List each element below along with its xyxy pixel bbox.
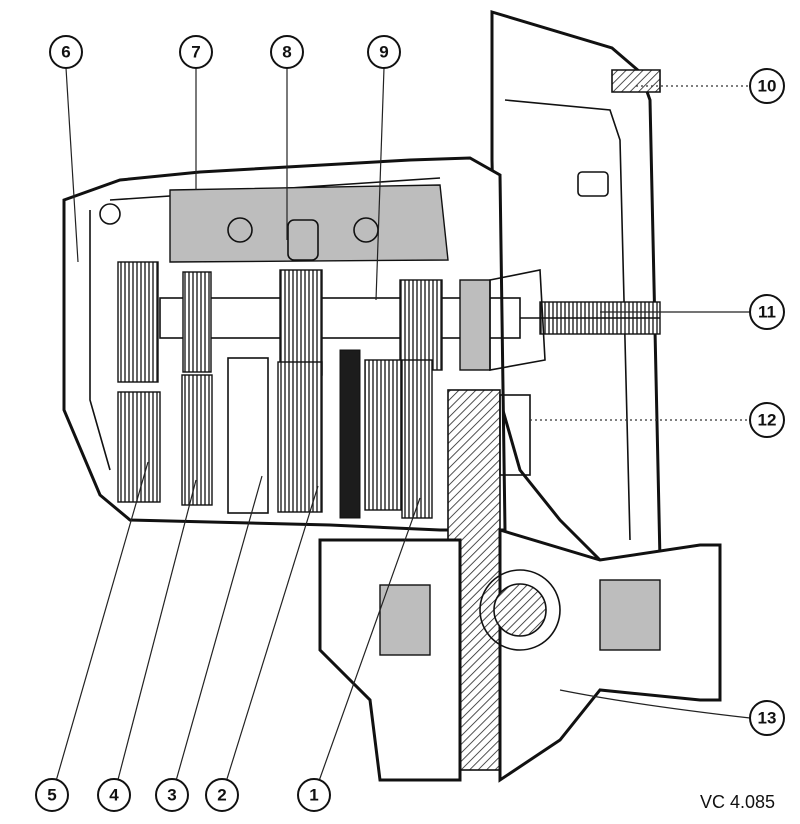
svg-text:8: 8 — [282, 43, 291, 62]
mainshaft — [159, 297, 661, 339]
figure-code: VC 4.085 — [700, 792, 776, 812]
svg-text:12: 12 — [758, 411, 777, 430]
callout-12: 12 — [749, 402, 785, 438]
svg-text:11: 11 — [758, 303, 776, 322]
callout-5: 5 — [35, 778, 69, 812]
svg-text:13: 13 — [758, 709, 777, 728]
callout-13: 13 — [749, 700, 785, 736]
callout-11: 11 — [749, 294, 785, 330]
callout-3: 3 — [155, 778, 189, 812]
svg-text:10: 10 — [758, 77, 777, 96]
svg-text:3: 3 — [167, 786, 176, 805]
svg-text:1: 1 — [309, 786, 318, 805]
callout-10: 10 — [749, 68, 785, 104]
svg-text:9: 9 — [379, 43, 388, 62]
callout-4: 4 — [97, 778, 131, 812]
bell-housing — [490, 9, 662, 562]
svg-text:6: 6 — [61, 43, 70, 62]
svg-text:2: 2 — [217, 786, 226, 805]
callout-7: 7 — [179, 35, 213, 69]
differential — [318, 389, 722, 783]
svg-text:7: 7 — [191, 43, 200, 62]
callout-1: 1 — [297, 778, 331, 812]
callout-6: 6 — [49, 35, 83, 69]
svg-text:5: 5 — [47, 786, 56, 805]
leader-lines — [51, 67, 751, 796]
callout-8: 8 — [270, 35, 304, 69]
svg-text:4: 4 — [109, 786, 119, 805]
countershaft-gears — [117, 349, 433, 519]
callout-2: 2 — [205, 778, 239, 812]
callout-9: 9 — [367, 35, 401, 69]
